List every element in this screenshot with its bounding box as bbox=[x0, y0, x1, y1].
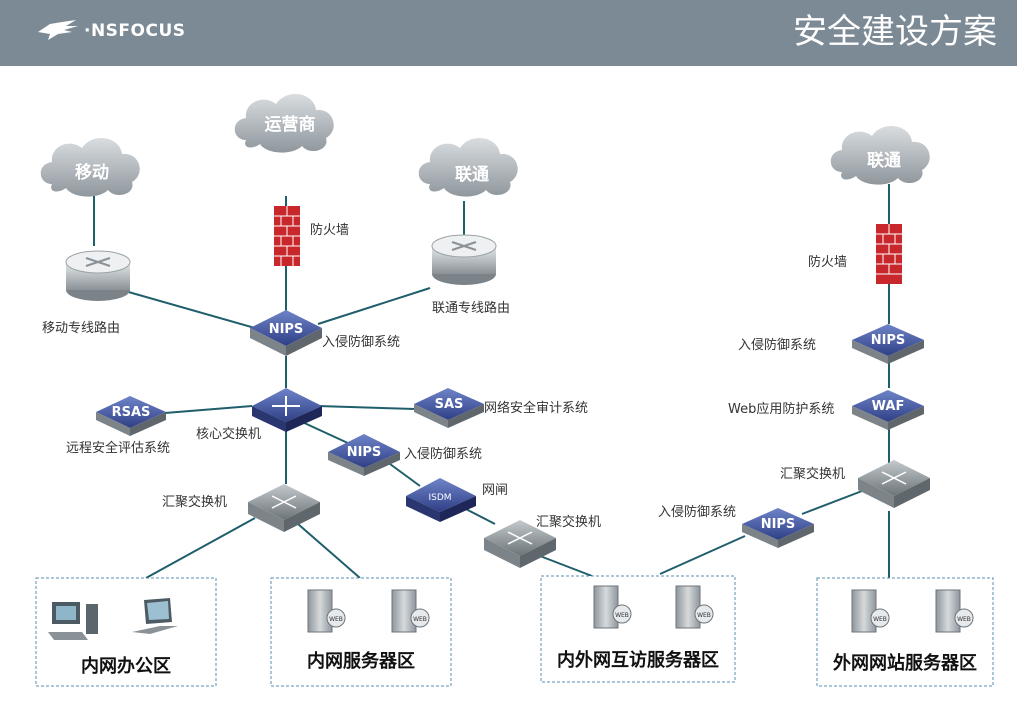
cloud-label: 联通 bbox=[455, 165, 489, 185]
router-liantong bbox=[431, 234, 497, 285]
ips-mid-label: 入侵防御系统 bbox=[404, 446, 482, 462]
svg-text:WEB: WEB bbox=[697, 612, 711, 619]
waf-device: WAF bbox=[852, 390, 924, 430]
zone-dmz-servers: WEB WEB 内外网互访服务器区 bbox=[540, 575, 736, 683]
nips-mid: NIPS bbox=[328, 434, 400, 476]
core-switch bbox=[252, 388, 322, 432]
agg-switch-right bbox=[858, 460, 930, 508]
pc-icon bbox=[48, 602, 98, 640]
gatekeeper-text: ISDM bbox=[428, 493, 451, 503]
firewall-left bbox=[274, 206, 300, 266]
nsfocus-logo: ·NSFOCUS bbox=[36, 16, 186, 46]
link-agg-dmz bbox=[539, 555, 593, 577]
nips-right-bottom: NIPS bbox=[742, 508, 814, 548]
server-icon: WEB bbox=[675, 585, 714, 629]
waf-label: Web应用防护系统 bbox=[728, 401, 834, 417]
server-icon: WEB bbox=[391, 589, 430, 633]
nips-right-top: NIPS bbox=[852, 324, 924, 364]
firewall-left-label: 防火墙 bbox=[310, 222, 349, 238]
svg-text:WEB: WEB bbox=[413, 616, 427, 623]
gatekeeper-device: ISDM bbox=[406, 478, 476, 522]
svg-text:WEB: WEB bbox=[615, 612, 629, 619]
header-bar: ·NSFOCUS 安全建设方案 bbox=[0, 0, 1017, 66]
cloud-liantong-right: 联通 bbox=[830, 125, 930, 185]
rsas-device: RSAS bbox=[96, 396, 166, 436]
cloud-label: 运营商 bbox=[265, 114, 316, 135]
cloud-liantong-left: 联通 bbox=[418, 137, 518, 197]
svg-text:WEB: WEB bbox=[957, 616, 971, 623]
link-core-nips-mid bbox=[299, 420, 351, 445]
network-diagram: 移动 运营商 联通 联通 防火墙 bbox=[0, 66, 1017, 700]
svg-text:WEB: WEB bbox=[329, 616, 343, 623]
logo-text: ·NSFOCUS bbox=[84, 21, 186, 41]
sas-label: 网络安全审计系统 bbox=[484, 400, 588, 416]
agg-switch-left bbox=[248, 484, 320, 532]
rsas-text: RSAS bbox=[112, 405, 151, 420]
link-nips-agg-right bbox=[801, 490, 863, 515]
rsas-label: 远程安全评估系统 bbox=[66, 440, 170, 456]
sas-text: SAS bbox=[435, 397, 464, 412]
agg-right-label: 汇聚交换机 bbox=[780, 466, 845, 482]
agg-left-label: 汇聚交换机 bbox=[162, 494, 227, 510]
eagle-icon bbox=[38, 20, 78, 40]
cloud-label: 联通 bbox=[867, 151, 901, 171]
nips-right-top-text: NIPS bbox=[871, 333, 906, 348]
zone-intranet-servers: WEB WEB 内网服务器区 bbox=[270, 577, 452, 687]
link-nips-gap bbox=[389, 463, 421, 487]
laptop-icon bbox=[132, 598, 178, 634]
server-icon: WEB bbox=[935, 589, 974, 633]
router-yidong bbox=[65, 250, 131, 301]
zone-office: 内网办公区 bbox=[35, 577, 217, 687]
ips-right-bottom-label: 入侵防御系统 bbox=[658, 504, 736, 520]
links bbox=[93, 184, 890, 579]
cloud-label: 移动 bbox=[75, 162, 109, 183]
waf-text: WAF bbox=[872, 399, 905, 414]
nips-mid-text: NIPS bbox=[347, 445, 382, 460]
agg-switch-mid bbox=[484, 520, 556, 568]
router-liantong-label: 联通专线路由 bbox=[432, 300, 510, 316]
link-liantong-router-nips bbox=[317, 287, 431, 325]
firewall-right-label: 防火墙 bbox=[808, 254, 847, 270]
server-icon: WEB bbox=[593, 585, 632, 629]
ips-top-label: 入侵防御系统 bbox=[322, 334, 400, 350]
link-rsas-core bbox=[164, 405, 253, 414]
ips-right-top-label: 入侵防御系统 bbox=[738, 337, 816, 353]
link-core-sas bbox=[317, 405, 416, 410]
gatekeeper-label: 网闸 bbox=[482, 483, 508, 498]
agg-mid-label: 汇聚交换机 bbox=[536, 514, 601, 530]
router-yidong-label: 移动专线路由 bbox=[42, 320, 120, 336]
link-agg-office bbox=[145, 517, 256, 579]
svg-text:WEB: WEB bbox=[873, 616, 887, 623]
nips-top-text: NIPS bbox=[269, 322, 304, 337]
nips-right-bottom-text: NIPS bbox=[761, 517, 796, 532]
page-title: 安全建设方案 bbox=[793, 12, 997, 52]
sas-device: SAS bbox=[414, 388, 484, 428]
zone-intranet-label: 内网服务器区 bbox=[307, 650, 415, 672]
link-yidong-router-nips bbox=[124, 290, 256, 329]
cloud-yunyingshang: 运营商 bbox=[234, 93, 334, 153]
core-switch-label: 核心交换机 bbox=[196, 426, 261, 442]
server-icon: WEB bbox=[307, 589, 346, 633]
zone-office-label: 内网办公区 bbox=[81, 655, 171, 677]
zone-website-servers: WEB WEB 外网网站服务器区 bbox=[816, 577, 994, 687]
nips-top: NIPS bbox=[250, 310, 322, 356]
cloud-yidong: 移动 bbox=[40, 137, 140, 197]
server-icon: WEB bbox=[851, 589, 890, 633]
link-agg-servers bbox=[297, 523, 361, 579]
link-dmz-nips bbox=[659, 535, 746, 575]
firewall-right bbox=[876, 224, 902, 284]
zone-dmz-label: 内外网互访服务器区 bbox=[557, 649, 719, 671]
zone-website-label: 外网网站服务器区 bbox=[833, 652, 977, 674]
